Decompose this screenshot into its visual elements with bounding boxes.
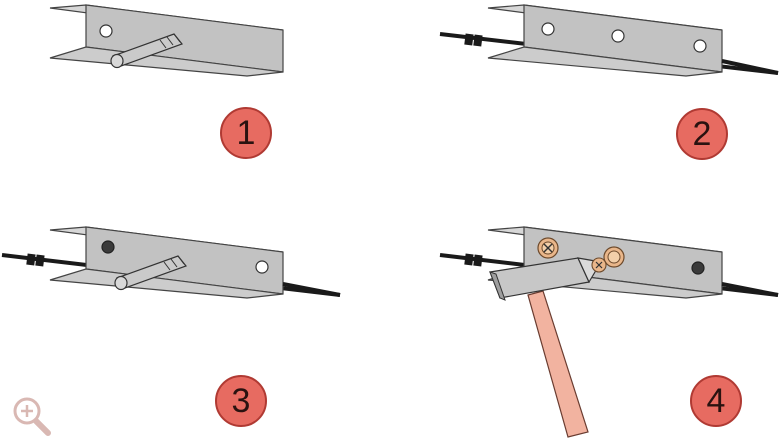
mounting-hole [693,39,707,53]
screw-icon [537,237,559,259]
mounting-hole [541,22,555,36]
screw-icon [591,257,607,273]
metal-profile [49,226,284,299]
cable-tie [464,33,483,47]
filled-hole [691,261,705,275]
hammer-handle [527,290,589,438]
screw-icon [603,246,625,268]
metal-profile [487,4,723,77]
panel-3-illustration [1,226,341,299]
filled-hole [101,240,115,254]
step-2-badge: 2 [676,108,728,160]
panel-2-illustration [439,4,779,77]
cable-tie [464,253,483,267]
panel-1-illustration [49,4,284,77]
metal-profile [49,4,284,77]
wall-dowel [114,255,187,291]
zoom-in-icon[interactable] [13,397,51,436]
hammer-icon [489,257,607,438]
panel-4-illustration [439,226,779,438]
mounting-hole [99,24,113,38]
step-3-badge: 3 [215,375,267,427]
step-4-badge: 4 [690,375,742,427]
mounting-hole [611,29,625,43]
cable-tie [26,253,45,267]
mounting-hole [255,260,269,274]
wall-dowel [110,33,183,69]
step-1-badge: 1 [220,107,272,159]
